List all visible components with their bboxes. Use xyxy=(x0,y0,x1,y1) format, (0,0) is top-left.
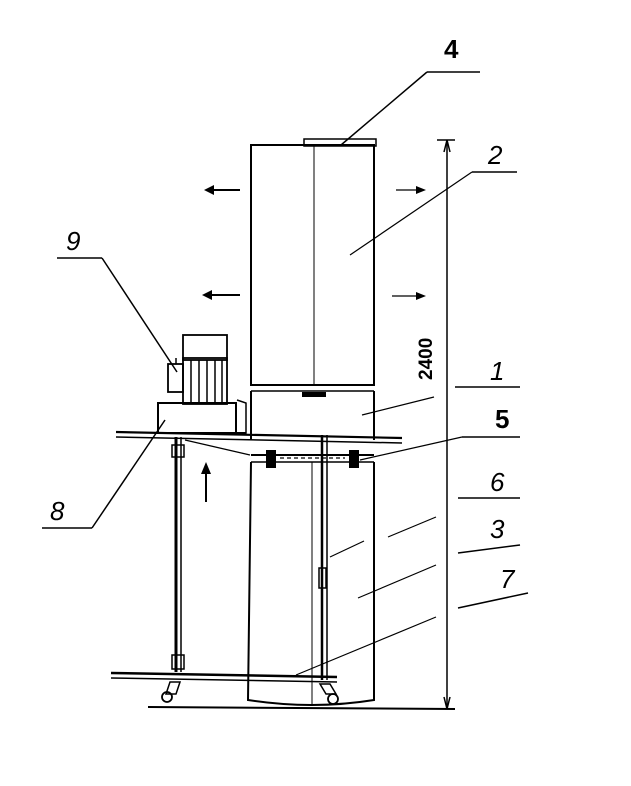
height-dimension-label: 2400 xyxy=(416,338,437,380)
callout-9: 9 xyxy=(66,226,80,256)
upper-filter-sleeve xyxy=(250,138,377,397)
floor-line xyxy=(147,706,456,710)
housing-body xyxy=(236,391,375,440)
frame-posts xyxy=(171,435,328,680)
caster-wheel-right xyxy=(318,683,339,705)
callout-4: 4 xyxy=(444,34,459,64)
callout-6: 6 xyxy=(490,467,505,497)
platform xyxy=(115,430,403,444)
callout-7: 7 xyxy=(500,564,516,594)
airflow-arrows xyxy=(201,185,426,502)
height-dimension xyxy=(437,139,455,710)
callout-8: 8 xyxy=(50,496,65,526)
caster-wheel-left xyxy=(161,681,182,703)
lower-dust-bag xyxy=(246,461,375,706)
electric-motor xyxy=(167,334,228,405)
callout-5: 5 xyxy=(495,404,509,434)
callout-3: 3 xyxy=(490,514,505,544)
base-frame xyxy=(110,671,338,683)
callout-2: 2 xyxy=(487,140,503,170)
callout-1: 1 xyxy=(490,356,504,386)
leader-lines xyxy=(42,71,529,676)
